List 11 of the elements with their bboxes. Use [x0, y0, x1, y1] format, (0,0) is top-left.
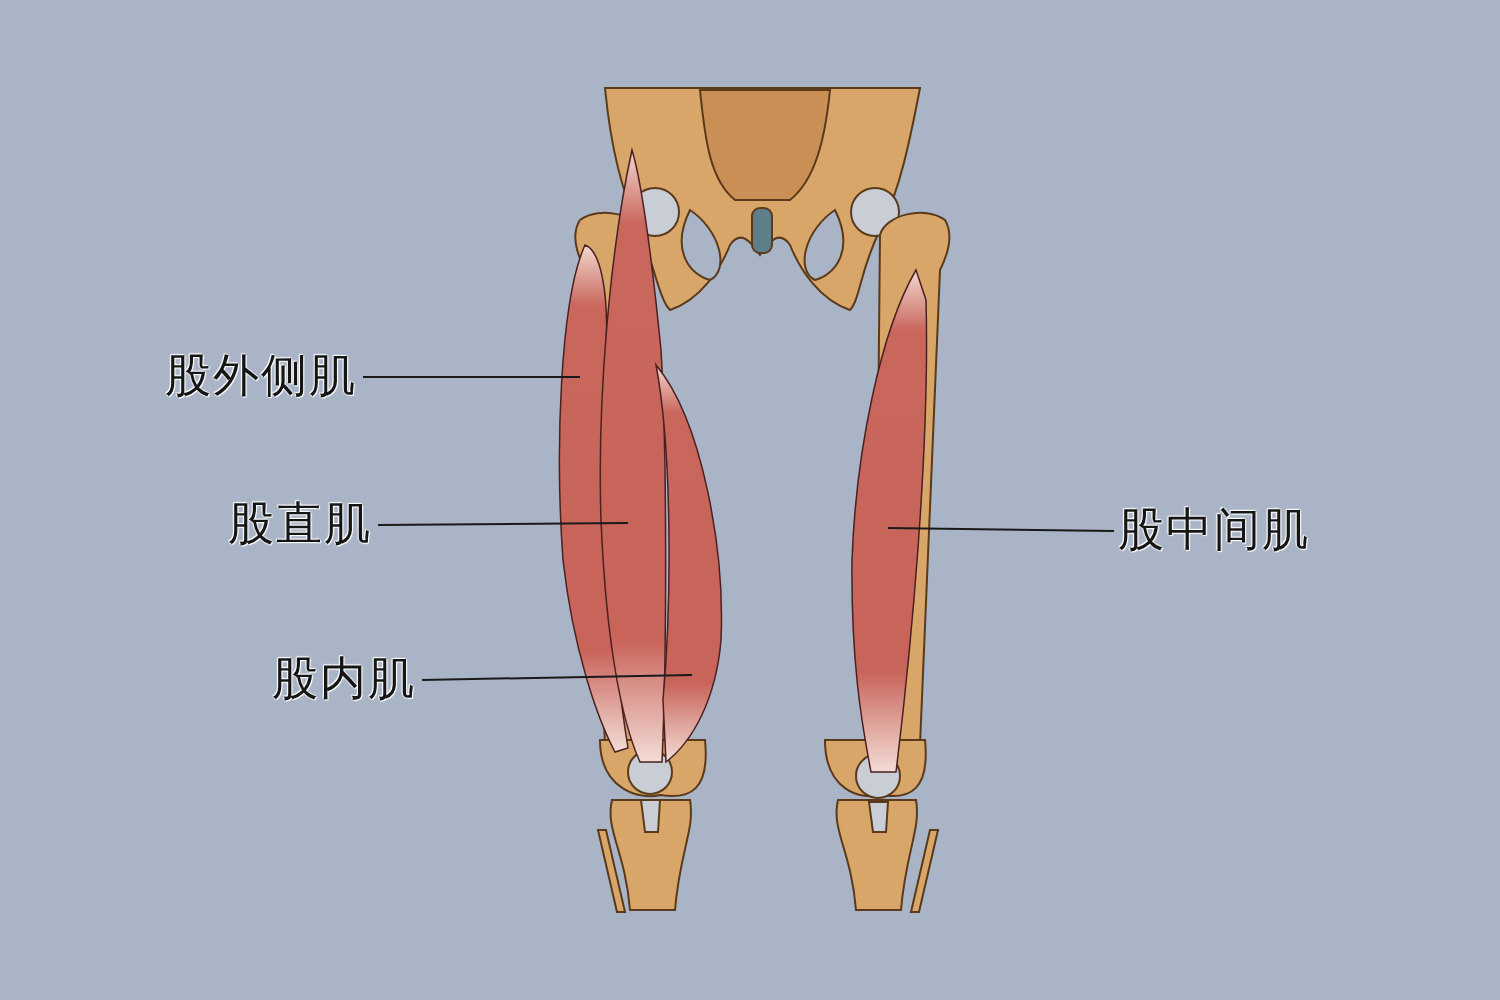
thigh-muscle	[599, 149, 667, 763]
muscle-label: 股直肌	[228, 500, 372, 546]
muscle-label: 股中间肌	[1118, 506, 1310, 552]
leader-line	[887, 527, 1115, 532]
leader-line	[377, 522, 629, 526]
thigh-muscle	[851, 269, 928, 773]
leader-line	[421, 674, 693, 681]
muscle-label: 股内肌	[272, 655, 416, 701]
leader-line	[362, 376, 581, 378]
thigh-muscle	[655, 364, 723, 763]
muscle-label: 股外侧肌	[165, 352, 357, 398]
